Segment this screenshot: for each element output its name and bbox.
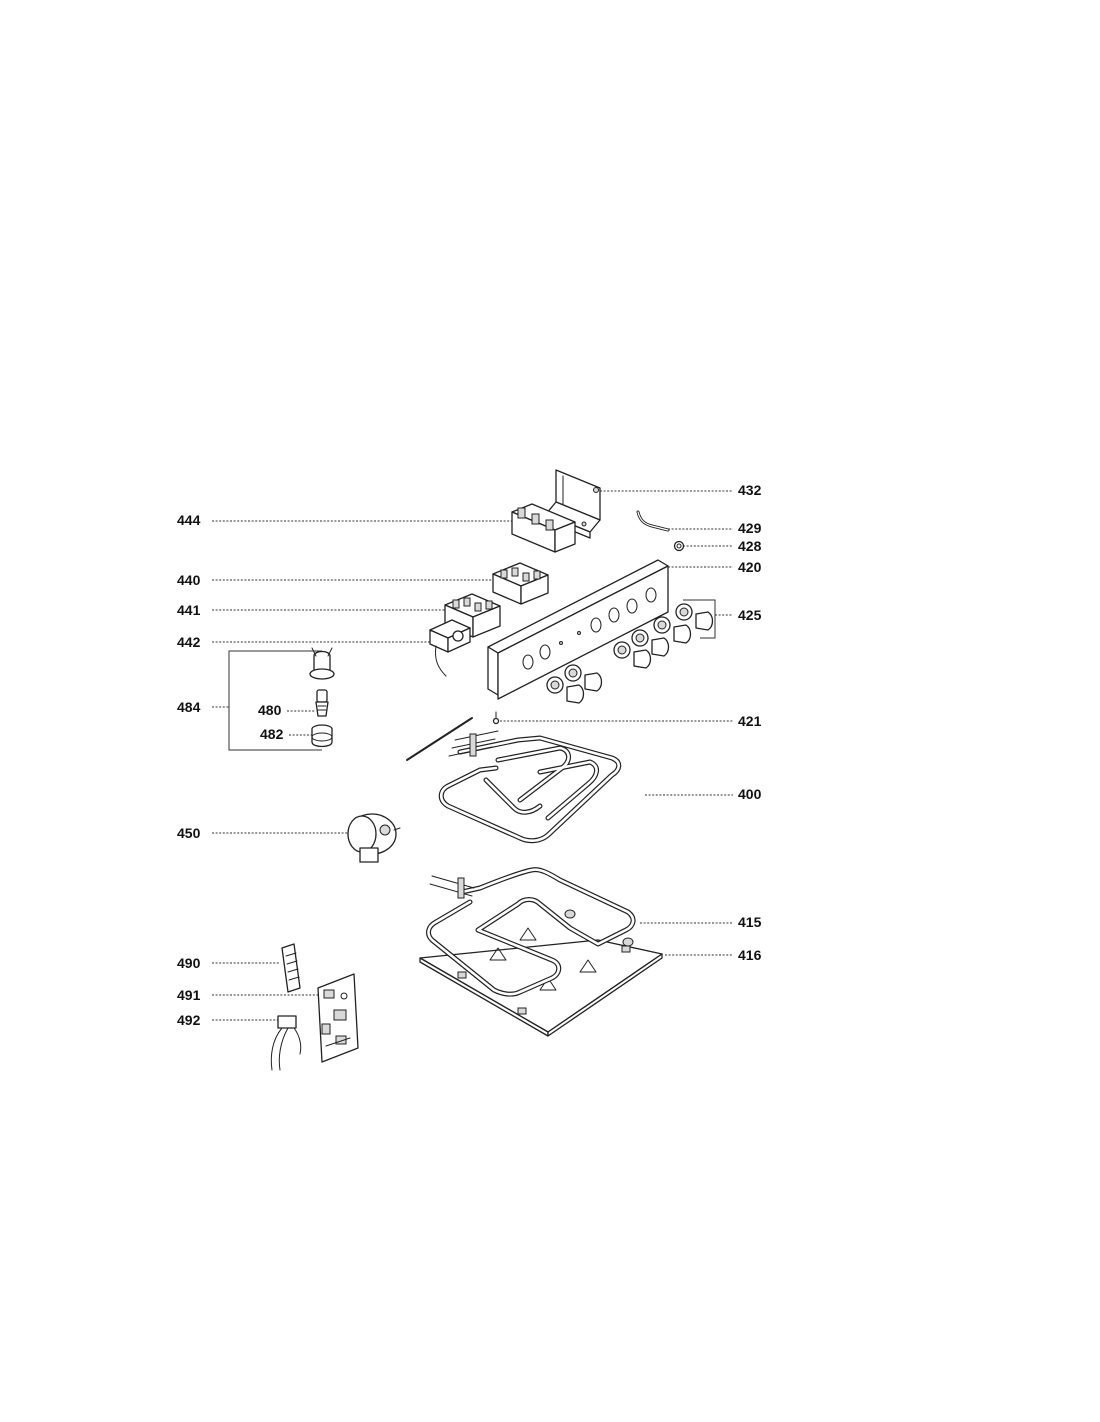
callout-440: 440 (177, 572, 201, 588)
callout-441: 441 (177, 602, 201, 618)
group-brackets (228, 599, 716, 751)
callout-labels: 432 444 429 428 420 440 441 425 442 484 … (177, 482, 762, 1028)
knob-2 (653, 616, 692, 644)
callout-400: 400 (738, 786, 762, 802)
callout-421: 421 (738, 713, 762, 729)
callout-444: 444 (177, 512, 201, 528)
knob-5 (564, 664, 603, 692)
callout-482: 482 (260, 726, 284, 742)
callout-484: 484 (177, 699, 201, 715)
callout-492: 492 (177, 1012, 201, 1028)
callout-429: 429 (738, 520, 762, 536)
part-416-element-plate (419, 927, 663, 1037)
knob-3 (631, 629, 670, 657)
part-425-knobs (546, 603, 714, 704)
part-490-connector (281, 943, 301, 993)
part-429-tube (636, 510, 670, 532)
probe-rod (406, 717, 473, 761)
bracket-425 (683, 599, 716, 639)
part-450-fan-motor (347, 813, 401, 863)
callout-490: 490 (177, 955, 201, 971)
callout-450: 450 (177, 825, 201, 841)
leader-lines (212, 490, 733, 1021)
part-415-bottom-element (426, 867, 636, 997)
callout-480: 480 (258, 702, 282, 718)
bracket-484 (228, 650, 322, 751)
part-428-nut (673, 540, 685, 552)
callout-415: 415 (738, 914, 762, 930)
callout-428: 428 (738, 538, 762, 554)
part-484-lamp-holder (309, 647, 335, 680)
part-491-circuit-board (317, 973, 359, 1063)
part-444-terminal-block (511, 503, 576, 553)
callout-432: 432 (738, 482, 762, 498)
callout-425: 425 (738, 607, 762, 623)
part-442-thermostat (429, 619, 471, 677)
callout-416: 416 (738, 947, 762, 963)
part-482-lamp-cover (311, 724, 333, 748)
knob-6 (546, 676, 585, 704)
part-421-screw (492, 711, 500, 725)
callout-442: 442 (177, 634, 201, 650)
knob-4 (613, 641, 652, 669)
part-492-switch-harness (270, 1015, 302, 1071)
callout-420: 420 (738, 559, 762, 575)
part-420-control-panel (487, 559, 669, 700)
callout-491: 491 (177, 987, 201, 1003)
knob-1 (675, 603, 714, 631)
part-440-selector-switch (492, 562, 549, 605)
part-480-bulb (315, 689, 329, 717)
part-400-grill-element (438, 730, 622, 844)
